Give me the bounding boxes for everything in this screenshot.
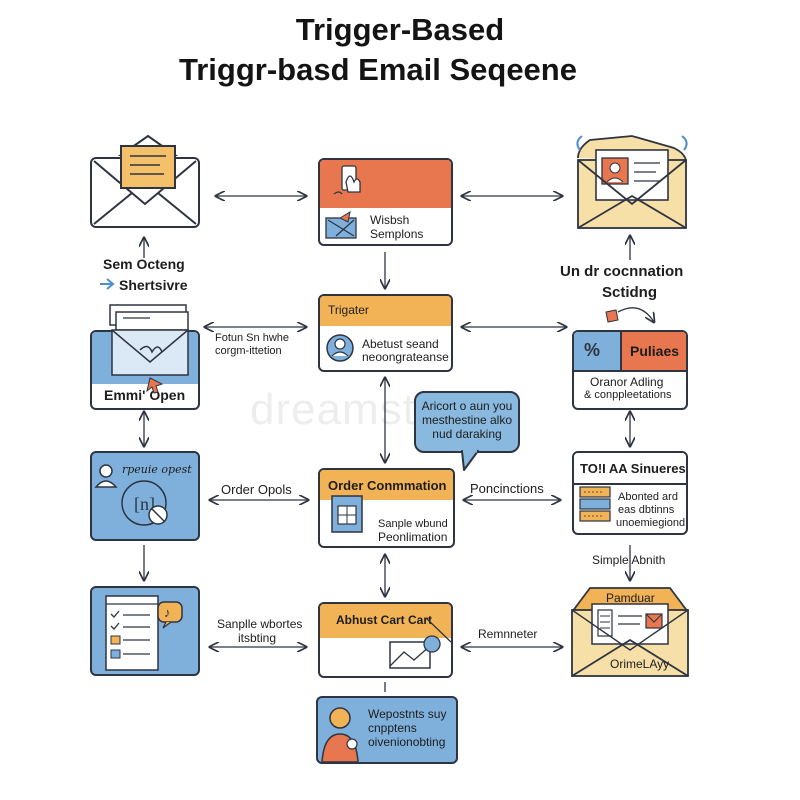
reminder-envelope-top: Pamduar: [606, 591, 655, 605]
bubble-line1: Aricort o aun you: [421, 399, 513, 413]
image-mail-icon: [389, 617, 451, 669]
status-header: TO!I AA Sinueres: [580, 461, 686, 476]
status-line3: unoemiegiond.: [616, 517, 688, 529]
bubble-line3: nud daraking: [432, 427, 502, 441]
percent-icon: %: [574, 332, 622, 370]
label-itsbing: itsbting: [238, 631, 277, 645]
info-speech-bubble: Aricort o aun you mesthestine alko nud d…: [414, 391, 520, 453]
order-confirmation-card[interactable]: Order Conmmation Sanple wbund Peonlimati…: [318, 468, 455, 548]
svg-text:♪: ♪: [164, 605, 171, 620]
trigger-line2: neoongrateanse: [362, 350, 449, 364]
status-card[interactable]: TO!I AA Sinueres Abonted ard eas dbtinns…: [572, 451, 688, 535]
trigger-header: Trigater: [328, 303, 369, 317]
purchase-line1: Oranor Adling: [590, 375, 664, 389]
percent-symbol: %: [584, 340, 601, 360]
profile-line3: oivenionobting: [368, 735, 446, 749]
trigger-card-header: [320, 296, 451, 326]
label-sctiding: Sctidng: [602, 284, 657, 301]
purchase-header: Puliaes: [630, 343, 680, 359]
reminder-envelope-bottom: OrimeLAyy: [610, 657, 670, 671]
stacked-rows-icon: [579, 486, 611, 522]
trigger-line1: Abetust seand: [362, 337, 439, 351]
label-shertsivre: Shertsivre: [119, 277, 188, 293]
user-avatar-icon: [326, 334, 354, 362]
checklist-card[interactable]: ♪: [90, 586, 200, 676]
status-line2: eas dbtinns: [618, 504, 675, 516]
website-line1: Wisbsh: [370, 213, 410, 227]
website-line2: Semplons: [370, 227, 424, 241]
receipt-icon: [331, 495, 363, 533]
trigger-card[interactable]: Trigater Abetust seand neoongrateanse: [318, 294, 453, 372]
open-tracking-card[interactable]: rpeuie opest [n]: [90, 451, 200, 541]
label-corgm: corgm-ittetion: [215, 345, 282, 357]
bubble-line2: mesthestine alko: [421, 413, 513, 427]
profile-line1: Wepostnts suy: [368, 707, 447, 721]
label-sanple-wbortes: Sanplle wbortes: [217, 617, 303, 631]
page-title: Trigger-Based: [295, 12, 505, 47]
user-tracking-icon: [n]: [94, 464, 168, 526]
order-line1: Sanple wbund: [378, 518, 448, 530]
open-tracking-script: rpeuie opest: [122, 463, 192, 476]
label-remnneter: Remnneter: [478, 627, 538, 641]
purchase-card[interactable]: % Puliaes Oranor Adling & conppleetation…: [572, 330, 688, 410]
profile-line2: cnpptens: [368, 721, 417, 735]
person-icon: [321, 707, 359, 762]
order-header: Order Conmmation: [328, 478, 447, 493]
label-poncintions: Poncinctions: [470, 481, 544, 496]
svg-text:[n]: [n]: [134, 494, 155, 514]
abandoned-cart-header: Abhust Cart Cart: [336, 613, 433, 627]
cursor-hand-icon: [325, 165, 361, 239]
label-un-dr: Un dr cocnnation: [560, 263, 684, 280]
email-open-label: Emmi' Open: [104, 387, 186, 403]
status-card-header: [574, 453, 686, 485]
label-fotun: Fotun Sn hwhe: [215, 332, 289, 344]
website-card[interactable]: Wisbsh Semplons: [318, 158, 453, 246]
profile-card[interactable]: Wepostnts suy cnpptens oivenionobting: [316, 696, 458, 764]
email-open-card[interactable]: Emmi' Open: [90, 330, 200, 410]
envelope-icon: [93, 160, 197, 225]
page-subtitle: Triggr-basd Email Seqeene: [179, 52, 577, 87]
purchase-line2: & conppleetations: [584, 389, 672, 401]
status-line1: Abonted ard: [618, 491, 678, 503]
email-open-header: [92, 332, 198, 384]
label-sem-octeng: Sem Octeng: [103, 256, 185, 272]
order-line2: Peonlimation: [378, 530, 448, 544]
label-order-opols: Order Opols: [221, 482, 292, 497]
label-simple-abnith: Simple Abnith: [592, 553, 666, 567]
checklist-icon: ♪: [105, 595, 183, 671]
order-card-header: [320, 470, 453, 500]
purchase-header-bg: [622, 332, 686, 370]
abandoned-cart-card[interactable]: Abhust Cart Cart: [318, 602, 453, 678]
email-envelope-card: [90, 157, 200, 228]
